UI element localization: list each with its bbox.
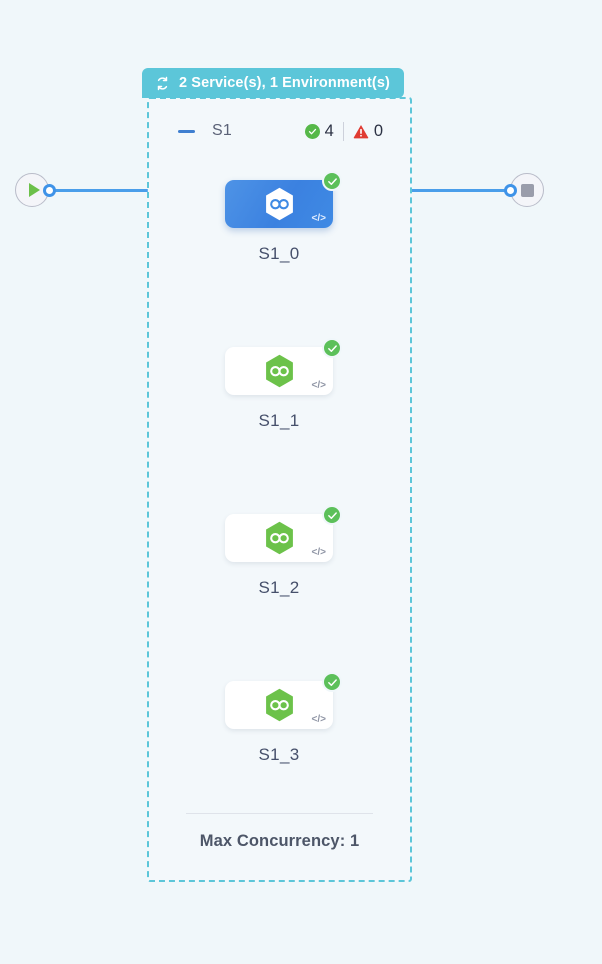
connector-line-start: [48, 189, 148, 192]
service-group-header[interactable]: 2 Service(s), 1 Environment(s): [142, 68, 404, 98]
service-node[interactable]: </> S1_0: [225, 171, 342, 264]
start-connector-port[interactable]: [43, 184, 56, 197]
check-circle-icon: [304, 123, 320, 139]
max-concurrency-label: Max Concurrency: 1: [199, 832, 360, 850]
service-node-label: S1_3: [258, 745, 300, 764]
minus-icon[interactable]: [178, 129, 195, 133]
service-group-name: S1: [212, 122, 232, 139]
code-icon[interactable]: </>: [311, 547, 326, 558]
service-node[interactable]: </> S1_2: [225, 505, 342, 598]
node-status-check-circle-icon: [322, 672, 342, 692]
service-group-footer: Max Concurrency: 1: [186, 813, 373, 851]
service-node-label: S1_0: [258, 244, 300, 263]
service-node-card[interactable]: </>: [225, 338, 342, 395]
sync-icon: [157, 76, 168, 90]
service-node[interactable]: </> S1_3: [225, 672, 342, 765]
nodejs-hexagon-icon: [265, 521, 293, 555]
code-icon[interactable]: </>: [311, 380, 326, 391]
error-count: 0: [373, 121, 383, 140]
status-badge-error[interactable]: 0: [353, 122, 383, 141]
nodejs-hexagon-icon: [265, 187, 293, 221]
connector-line-end: [412, 189, 512, 192]
nodejs-hexagon-icon: [265, 354, 293, 388]
stop-icon: [520, 183, 534, 197]
nodejs-hexagon-icon: [265, 688, 293, 722]
footer-divider: [186, 813, 373, 814]
status-summary: 4 0: [304, 121, 383, 141]
service-node-card[interactable]: </>: [225, 171, 342, 228]
warning-triangle-icon: [353, 124, 369, 138]
node-status-check-circle-icon: [322, 505, 342, 525]
service-node-label: S1_1: [258, 411, 300, 430]
end-connector-port[interactable]: [504, 184, 517, 197]
service-group-header-label: 2 Service(s), 1 Environment(s): [179, 75, 390, 91]
status-divider: [342, 121, 344, 141]
status-badge-success[interactable]: 4: [304, 121, 334, 141]
success-count: 4: [324, 121, 334, 140]
node-status-check-circle-icon: [322, 338, 342, 358]
service-node-label: S1_2: [258, 578, 300, 597]
code-icon[interactable]: </>: [311, 213, 326, 224]
service-node-card[interactable]: </>: [225, 672, 342, 729]
node-status-check-circle-icon: [322, 171, 342, 191]
service-group-title-row: S1 4 0: [178, 118, 383, 144]
code-icon[interactable]: </>: [311, 714, 326, 725]
service-node-card[interactable]: </>: [225, 505, 342, 562]
play-icon: [28, 183, 40, 197]
service-node[interactable]: </> S1_1: [225, 338, 342, 431]
